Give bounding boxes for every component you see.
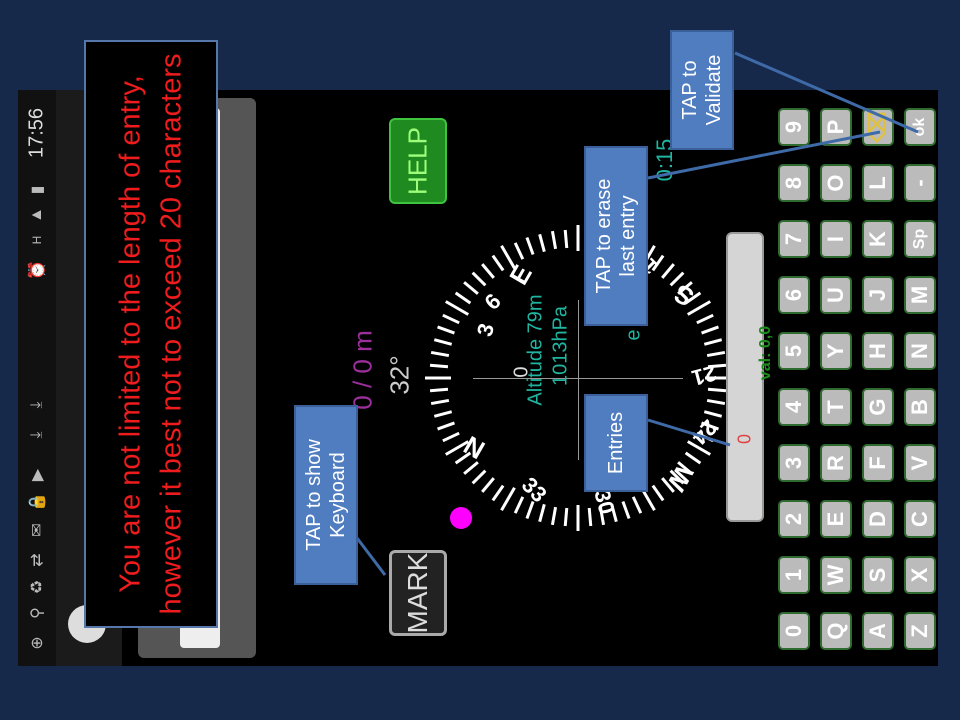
- length-notice: You are not limited to the length of ent…: [84, 40, 218, 628]
- key-o[interactable]: O: [820, 164, 852, 202]
- key-5[interactable]: 5: [778, 332, 810, 370]
- erase-pointer-line: [647, 130, 881, 180]
- crosshair-v: [578, 300, 579, 460]
- key-x[interactable]: X: [904, 556, 936, 594]
- key-g[interactable]: G: [862, 388, 894, 426]
- key-f[interactable]: F: [862, 444, 894, 482]
- compass-dial: E S W N 3 6 12 15 21 24 30 33 0 Altitude…: [418, 225, 738, 531]
- key-9[interactable]: 9: [778, 108, 810, 146]
- show-keyboard-callout: TAP to show Keyboard: [294, 405, 358, 585]
- key-c[interactable]: C: [904, 500, 936, 538]
- entries-pointer-line: [647, 418, 731, 447]
- key-k[interactable]: K: [862, 220, 894, 258]
- show-keyboard-text: TAP to show Keyboard: [303, 439, 349, 551]
- key-3[interactable]: 3: [778, 444, 810, 482]
- key-s[interactable]: S: [862, 556, 894, 594]
- key-b[interactable]: B: [904, 388, 936, 426]
- key-1[interactable]: 1: [778, 556, 810, 594]
- compass-tick: [576, 225, 580, 251]
- key-6[interactable]: 6: [778, 276, 810, 314]
- entries-text: Entries: [605, 411, 627, 475]
- key-h[interactable]: H: [862, 332, 894, 370]
- position-marker: [450, 507, 472, 529]
- key--[interactable]: -: [904, 164, 936, 202]
- erase-text: TAP to erase last entry: [593, 178, 639, 294]
- length-notice-text: You are not limited to the length of ent…: [114, 53, 187, 615]
- keyboard-pointer-line: [355, 537, 387, 576]
- entry-field[interactable]: 0: [726, 232, 764, 522]
- key-z[interactable]: Z: [904, 612, 936, 650]
- erase-callout: TAP to erase last entry: [584, 146, 648, 326]
- key-a[interactable]: A: [862, 612, 894, 650]
- key-u[interactable]: U: [820, 276, 852, 314]
- help-button[interactable]: HELP: [389, 118, 447, 204]
- key-i[interactable]: I: [820, 220, 852, 258]
- validate-text: TAP to Validate: [679, 54, 725, 126]
- key-7[interactable]: 7: [778, 220, 810, 258]
- validate-callout: TAP to Validate: [670, 30, 734, 150]
- key-v[interactable]: V: [904, 444, 936, 482]
- key-r[interactable]: R: [820, 444, 852, 482]
- key-sp[interactable]: Sp: [904, 220, 936, 258]
- key-n[interactable]: N: [904, 332, 936, 370]
- key-2[interactable]: 2: [778, 500, 810, 538]
- key-e[interactable]: E: [820, 500, 852, 538]
- mark-button[interactable]: MARK: [389, 550, 447, 636]
- key-j[interactable]: J: [862, 276, 894, 314]
- key-t[interactable]: T: [820, 388, 852, 426]
- key-w[interactable]: W: [820, 556, 852, 594]
- status-bar: 17:56 ▮ ▲ H ⏰ ⤓ ⤓ ▶ 🔒 ✉ ⇄ ♻ ⚲ ⊕: [18, 90, 56, 666]
- validate-pointer-line: [734, 51, 919, 134]
- key-4[interactable]: 4: [778, 388, 810, 426]
- key-8[interactable]: 8: [778, 164, 810, 202]
- key-0[interactable]: 0: [778, 612, 810, 650]
- key-q[interactable]: Q: [820, 612, 852, 650]
- entries-callout: Entries: [584, 394, 648, 492]
- key-l[interactable]: L: [862, 164, 894, 202]
- key-m[interactable]: M: [904, 276, 936, 314]
- key-d[interactable]: D: [862, 500, 894, 538]
- key-y[interactable]: Y: [820, 332, 852, 370]
